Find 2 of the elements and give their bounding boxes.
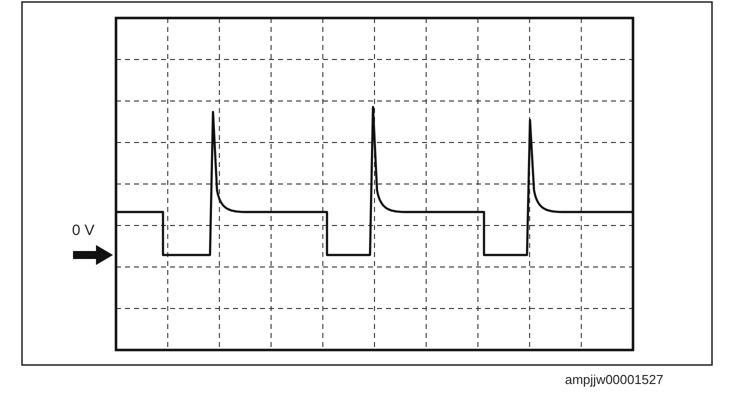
figure-code: ampjjw00001527: [565, 372, 664, 387]
voltage-label: 0 V: [72, 222, 95, 239]
